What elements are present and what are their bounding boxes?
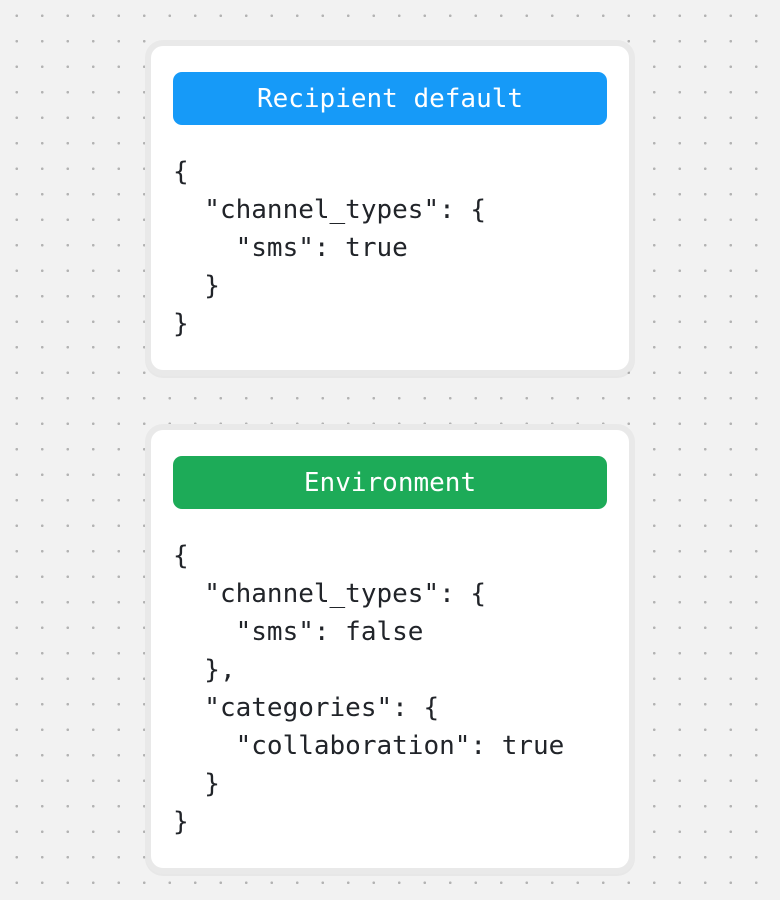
recipient-default-header: Recipient default xyxy=(173,72,607,125)
code-line: } xyxy=(173,309,189,339)
code-line: } xyxy=(173,807,189,837)
environment-header-label: Environment xyxy=(303,467,477,498)
stage: Recipient default { "channel_types": { "… xyxy=(145,40,635,874)
environment-code-block: { "channel_types": { "sms": false }, "ca… xyxy=(173,537,607,841)
code-line: "channel_types": { xyxy=(173,579,487,609)
code-line: } xyxy=(173,769,220,799)
code-line: }, xyxy=(173,655,236,685)
recipient-default-code-block: { "channel_types": { "sms": true } } xyxy=(173,153,607,343)
recipient-default-header-label: Recipient default xyxy=(256,83,524,114)
code-line: } xyxy=(173,271,220,301)
code-line: "channel_types": { xyxy=(173,195,487,225)
code-line: "collaboration": true xyxy=(173,731,565,761)
environment-header: Environment xyxy=(173,456,607,509)
environment-card: Environment { "channel_types": { "sms": … xyxy=(145,424,635,874)
code-line: "sms": true xyxy=(173,233,408,263)
recipient-default-card: Recipient default { "channel_types": { "… xyxy=(145,40,635,376)
code-line: { xyxy=(173,157,189,187)
code-line: "categories": { xyxy=(173,693,440,723)
code-line: "sms": false xyxy=(173,617,424,647)
code-line: { xyxy=(173,541,189,571)
